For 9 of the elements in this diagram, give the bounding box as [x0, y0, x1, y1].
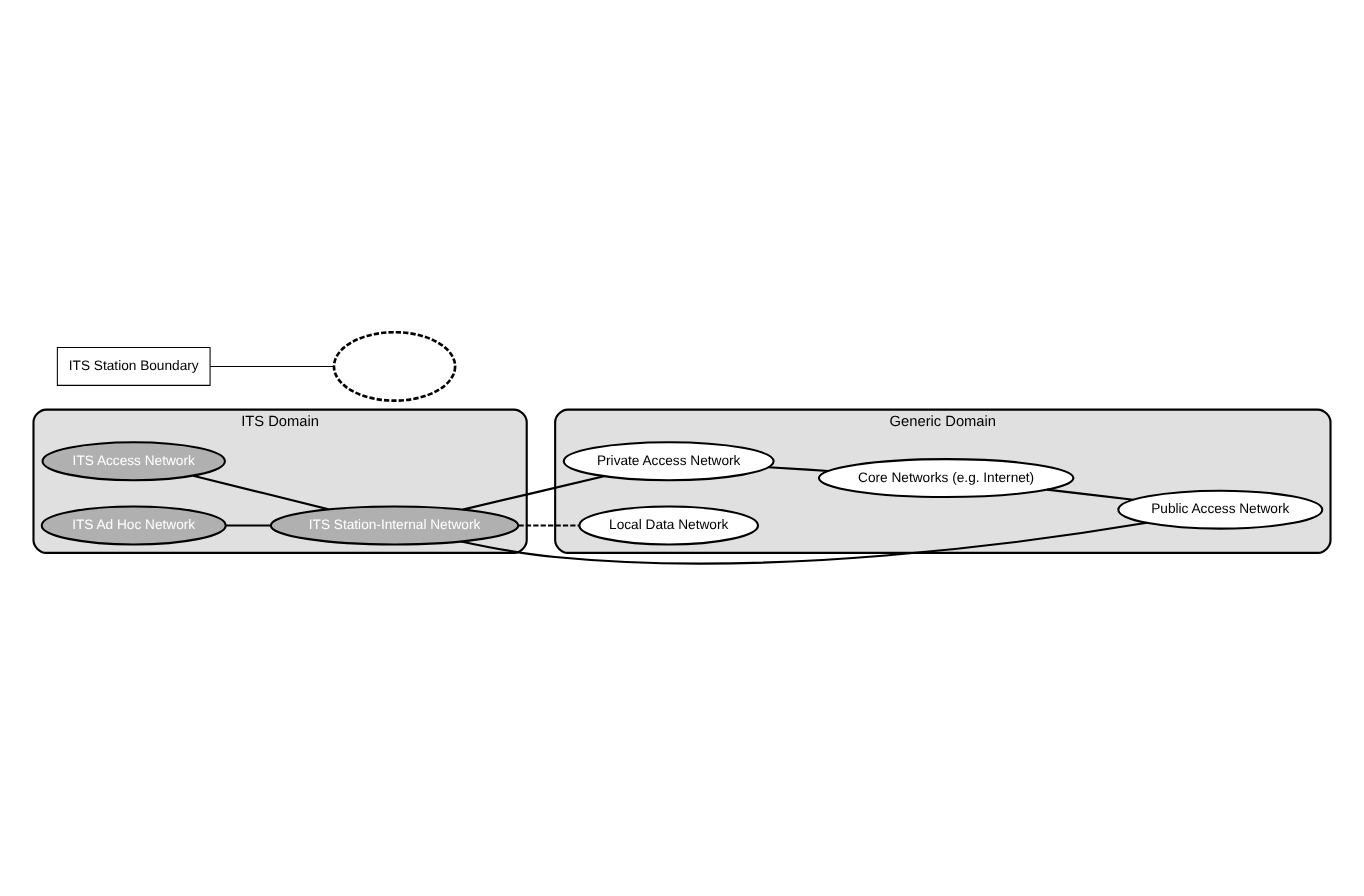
- connector: [192, 474, 329, 511]
- connector: [462, 475, 605, 511]
- connector: [1046, 488, 1134, 501]
- connector: [768, 466, 829, 472]
- connector: [225, 524, 271, 527]
- connector: [209, 365, 335, 367]
- connector: [460, 521, 1148, 565]
- node-ellipse: [332, 330, 457, 402]
- connector: [518, 524, 580, 527]
